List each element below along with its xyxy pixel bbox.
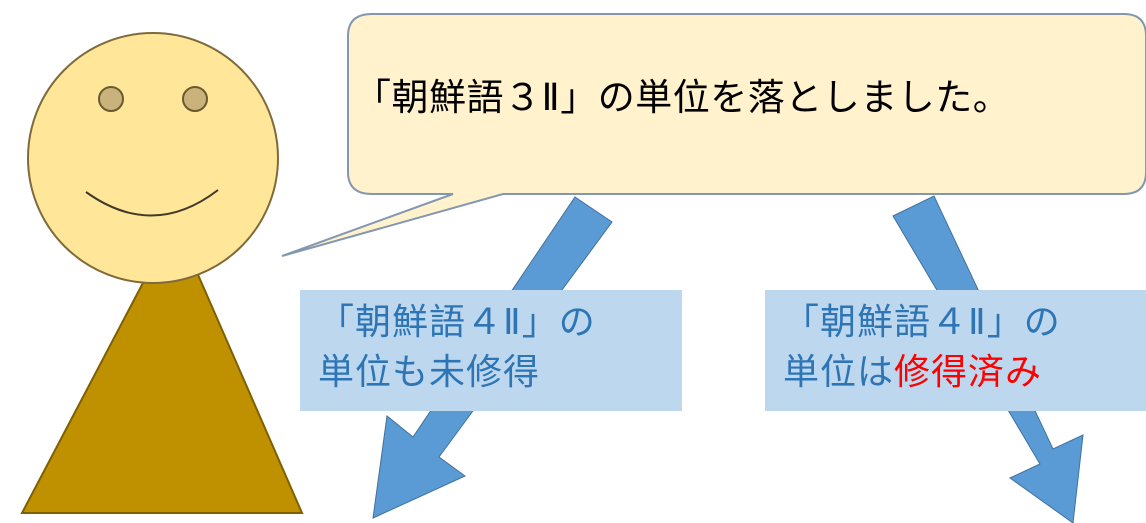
left-info-line-1: 「朝鮮語４Ⅱ」の bbox=[318, 302, 596, 343]
person-right-eye bbox=[182, 86, 208, 112]
left-info-line-2: 単位も未修得 bbox=[318, 352, 541, 393]
person-head bbox=[27, 32, 279, 284]
speech-bubble-text: 「朝鮮語３Ⅱ」の単位を落としました。 bbox=[354, 76, 1011, 119]
person-smile bbox=[85, 189, 219, 217]
left-info-box: 「朝鮮語４Ⅱ」の 単位も未修得 bbox=[300, 290, 682, 411]
person-body bbox=[20, 219, 304, 514]
right-info-box: 「朝鮮語４Ⅱ」の 単位は修得済み bbox=[765, 290, 1146, 411]
right-info-line-2: 単位は修得済み bbox=[783, 348, 1146, 398]
person-left-eye bbox=[98, 86, 124, 112]
right-info-line-1: 「朝鮮語４Ⅱ」の bbox=[783, 302, 1061, 343]
right-info-highlight: 修得済み bbox=[894, 352, 1043, 393]
speech-bubble bbox=[281, 13, 1146, 257]
right-info-line-2-prefix: 単位は bbox=[783, 352, 895, 393]
